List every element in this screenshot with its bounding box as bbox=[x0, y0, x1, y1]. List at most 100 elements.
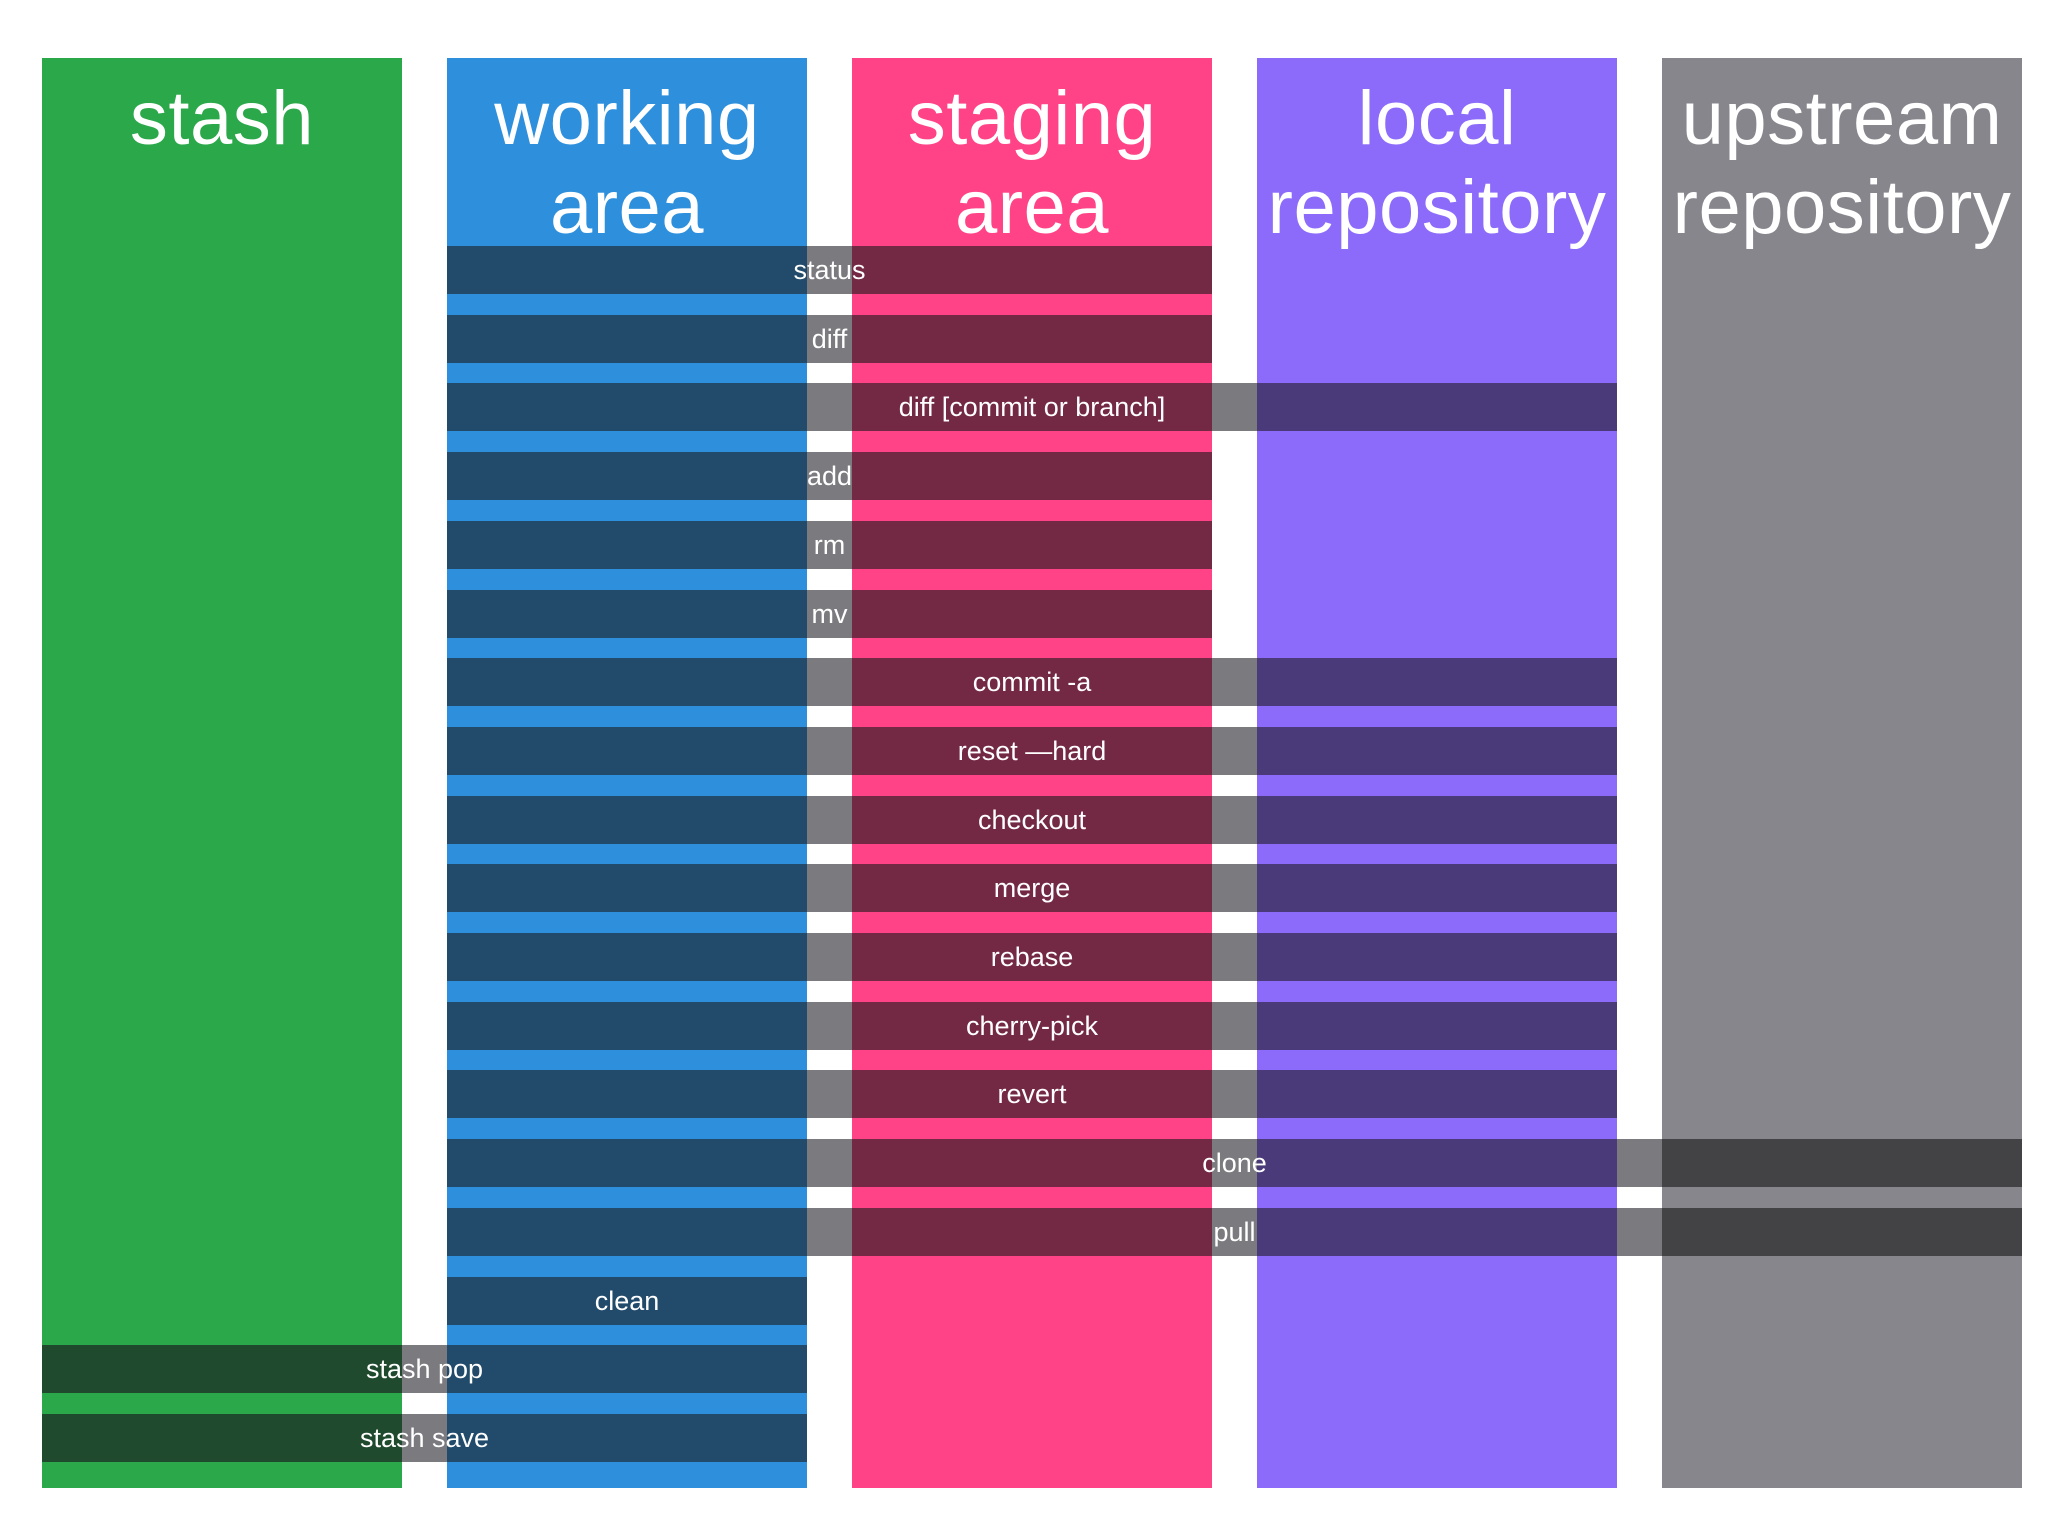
command-bar-gap bbox=[807, 1208, 852, 1256]
command-bar-gap bbox=[1212, 1139, 1257, 1187]
command-bar-segment bbox=[447, 1345, 807, 1393]
command-bar-diff: diff bbox=[447, 315, 1212, 363]
command-label: diff [commit or branch] bbox=[898, 392, 1166, 422]
command-bar-segment bbox=[1257, 1002, 1617, 1050]
command-bar-gap bbox=[1212, 658, 1257, 706]
command-bar-gap bbox=[1212, 796, 1257, 844]
command-label: cherry-pick bbox=[965, 1011, 1099, 1041]
command-bar-segment bbox=[447, 1070, 807, 1118]
command-label: merge bbox=[993, 873, 1071, 903]
command-bar-segment bbox=[447, 1277, 807, 1325]
command-bar-segment bbox=[42, 1345, 402, 1393]
command-bar-segment bbox=[852, 521, 1212, 569]
command-label: stash pop bbox=[365, 1354, 484, 1384]
command-bar-gap bbox=[1212, 383, 1257, 431]
column-upstream-repository: upstream repository bbox=[1662, 58, 2022, 1488]
command-bar-segment bbox=[1257, 933, 1617, 981]
command-label: rm bbox=[813, 530, 846, 560]
command-bar-gap bbox=[1212, 727, 1257, 775]
command-bar-gap bbox=[807, 315, 852, 363]
command-bar-gap bbox=[807, 1070, 852, 1118]
command-bar-gap bbox=[402, 1345, 447, 1393]
command-bar-gap bbox=[1617, 1208, 1662, 1256]
command-bar-segment bbox=[1257, 864, 1617, 912]
command-bar-segment bbox=[852, 383, 1212, 431]
command-bar-gap bbox=[1212, 933, 1257, 981]
command-label: checkout bbox=[977, 805, 1087, 835]
command-bar-rm: rm bbox=[447, 521, 1212, 569]
command-bar-cherry-pick: cherry-pick bbox=[447, 1002, 1617, 1050]
command-label: rebase bbox=[990, 942, 1074, 972]
command-bar-pull: pull bbox=[447, 1208, 2022, 1256]
column-title-line: repository bbox=[1672, 165, 2012, 250]
command-label: pull bbox=[1213, 1217, 1256, 1247]
command-bar-segment bbox=[1257, 796, 1617, 844]
column-title-line: staging bbox=[907, 76, 1157, 161]
command-label: commit -a bbox=[972, 667, 1092, 697]
command-bar-checkout: checkout bbox=[447, 796, 1617, 844]
command-bar-segment bbox=[1257, 1208, 1617, 1256]
command-bar-add: add bbox=[447, 452, 1212, 500]
command-bar-segment bbox=[447, 452, 807, 500]
command-label: status bbox=[793, 255, 866, 285]
command-bar-stash-pop: stash pop bbox=[42, 1345, 807, 1393]
column-title-local-repository: local repository bbox=[1257, 74, 1617, 252]
command-label: diff bbox=[811, 324, 848, 354]
command-label: clean bbox=[594, 1286, 660, 1316]
command-bar-segment bbox=[1257, 1139, 1617, 1187]
command-bar-rebase: rebase bbox=[447, 933, 1617, 981]
command-bar-stash-save: stash save bbox=[42, 1414, 807, 1462]
command-bar-segment bbox=[447, 1208, 807, 1256]
command-bar-segment bbox=[447, 658, 807, 706]
column-title-staging-area: staging area bbox=[852, 74, 1212, 252]
command-bar-clone: clone bbox=[447, 1139, 2022, 1187]
command-bar-segment bbox=[852, 1070, 1212, 1118]
command-bar-segment bbox=[852, 1139, 1212, 1187]
command-bar-gap bbox=[807, 864, 852, 912]
column-title-line: upstream bbox=[1681, 76, 2003, 161]
command-bar-segment bbox=[852, 315, 1212, 363]
command-bar-gap bbox=[807, 521, 852, 569]
command-bar-segment bbox=[447, 1139, 807, 1187]
command-label: revert bbox=[997, 1079, 1067, 1109]
command-label: mv bbox=[811, 599, 848, 629]
command-bar-segment bbox=[447, 521, 807, 569]
command-bar-segment bbox=[1257, 658, 1617, 706]
column-title-line: area bbox=[549, 165, 705, 250]
command-bar-gap bbox=[1212, 864, 1257, 912]
command-bar-segment bbox=[1257, 1070, 1617, 1118]
command-bar-clean: clean bbox=[447, 1277, 807, 1325]
command-bar-diff-commit-or-branch: diff [commit or branch] bbox=[447, 383, 1617, 431]
command-bar-segment bbox=[852, 864, 1212, 912]
column-title-line: stash bbox=[129, 76, 315, 161]
command-bar-segment bbox=[1662, 1208, 2022, 1256]
command-bar-mv: mv bbox=[447, 590, 1212, 638]
command-bar-gap bbox=[1617, 1139, 1662, 1187]
command-bar-segment bbox=[42, 1414, 402, 1462]
command-label: stash save bbox=[359, 1423, 490, 1453]
command-bar-reset-hard: reset —hard bbox=[447, 727, 1617, 775]
command-bar-commit-a: commit -a bbox=[447, 658, 1617, 706]
command-bar-gap bbox=[807, 1139, 852, 1187]
column-title-upstream-repository: upstream repository bbox=[1662, 74, 2022, 252]
column-title-line: local bbox=[1357, 76, 1517, 161]
column-title-line: repository bbox=[1267, 165, 1607, 250]
command-bar-gap bbox=[807, 590, 852, 638]
command-bar-segment bbox=[852, 1002, 1212, 1050]
command-bar-gap bbox=[807, 383, 852, 431]
command-bar-segment bbox=[852, 590, 1212, 638]
command-bar-gap bbox=[807, 1002, 852, 1050]
command-bar-segment bbox=[447, 590, 807, 638]
command-bar-gap bbox=[402, 1414, 447, 1462]
command-bar-segment bbox=[447, 1414, 807, 1462]
column-title-line: working bbox=[494, 76, 760, 161]
command-bar-gap bbox=[1212, 1070, 1257, 1118]
command-bar-segment bbox=[852, 933, 1212, 981]
column-title-line: area bbox=[954, 165, 1110, 250]
command-bar-segment bbox=[1662, 1139, 2022, 1187]
command-bar-segment bbox=[1257, 727, 1617, 775]
command-bar-segment bbox=[447, 864, 807, 912]
command-bar-segment bbox=[447, 796, 807, 844]
command-bar-segment bbox=[447, 246, 807, 294]
command-bar-merge: merge bbox=[447, 864, 1617, 912]
